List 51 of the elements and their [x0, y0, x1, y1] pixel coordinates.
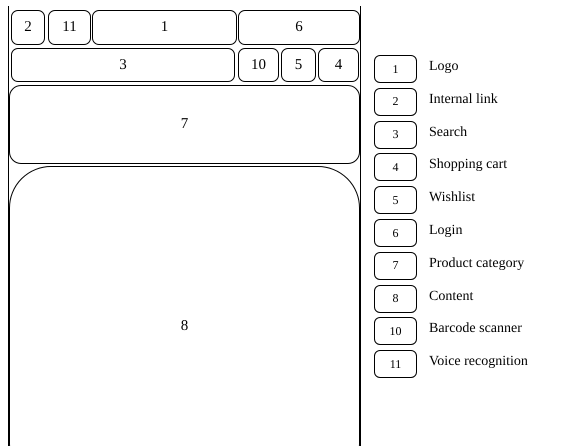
region-number: 8 — [392, 291, 398, 306]
legend-key-box — [374, 219, 417, 247]
region-number: 10 — [251, 56, 266, 74]
legend-text: Login — [429, 223, 462, 239]
legend-key-box — [374, 88, 417, 116]
wireframe-region — [11, 10, 45, 45]
wireframe-region — [238, 10, 360, 45]
legend-key-box — [374, 252, 417, 280]
wireframe-region — [318, 48, 359, 82]
region-number: 5 — [392, 192, 398, 208]
legend-text: Wishlist — [429, 190, 476, 206]
region-number: 1 — [392, 62, 398, 76]
wireframe-region — [48, 10, 91, 45]
region-number: 5 — [294, 56, 302, 74]
legend-key-box — [374, 317, 417, 346]
region-number: 1 — [160, 19, 168, 36]
legend-key-box — [374, 350, 417, 378]
legend-text: Content — [429, 288, 474, 305]
legend-text: Barcode scanner — [429, 321, 522, 338]
wireframe-region — [92, 10, 237, 45]
wireframe-region — [238, 48, 279, 82]
region-number: 4 — [392, 160, 398, 175]
region-number: 11 — [62, 19, 77, 36]
region-number: 7 — [392, 258, 398, 274]
wireframe-region — [9, 85, 360, 164]
legend-text: Internal link — [429, 92, 498, 108]
region-number: 11 — [390, 356, 402, 372]
legend-key-box — [374, 120, 417, 149]
region-number: 2 — [24, 19, 32, 36]
region-number: 8 — [180, 318, 188, 334]
legend-text: Voice recognition — [429, 354, 528, 370]
legend-key-box — [374, 153, 417, 182]
phone-screen-frame — [8, 6, 361, 446]
legend-text: Shopping cart — [429, 157, 508, 174]
wireframe-region — [11, 48, 235, 82]
legend-text: Logo — [429, 59, 459, 75]
legend-key-box — [374, 186, 417, 214]
legend-key-box — [374, 55, 417, 83]
region-number: 6 — [392, 226, 398, 240]
wireframe-region — [281, 48, 316, 82]
region-number: 2 — [392, 94, 398, 110]
legend-key-box — [374, 284, 417, 313]
region-number: 3 — [392, 127, 398, 142]
region-number: 10 — [390, 324, 402, 339]
wireframe-region — [9, 166, 360, 446]
region-number: 7 — [180, 116, 188, 133]
region-number: 3 — [119, 56, 127, 74]
legend-text: Product category — [429, 256, 524, 272]
legend-text: Search — [429, 124, 468, 141]
region-number: 4 — [334, 56, 342, 74]
region-number: 6 — [295, 19, 303, 36]
